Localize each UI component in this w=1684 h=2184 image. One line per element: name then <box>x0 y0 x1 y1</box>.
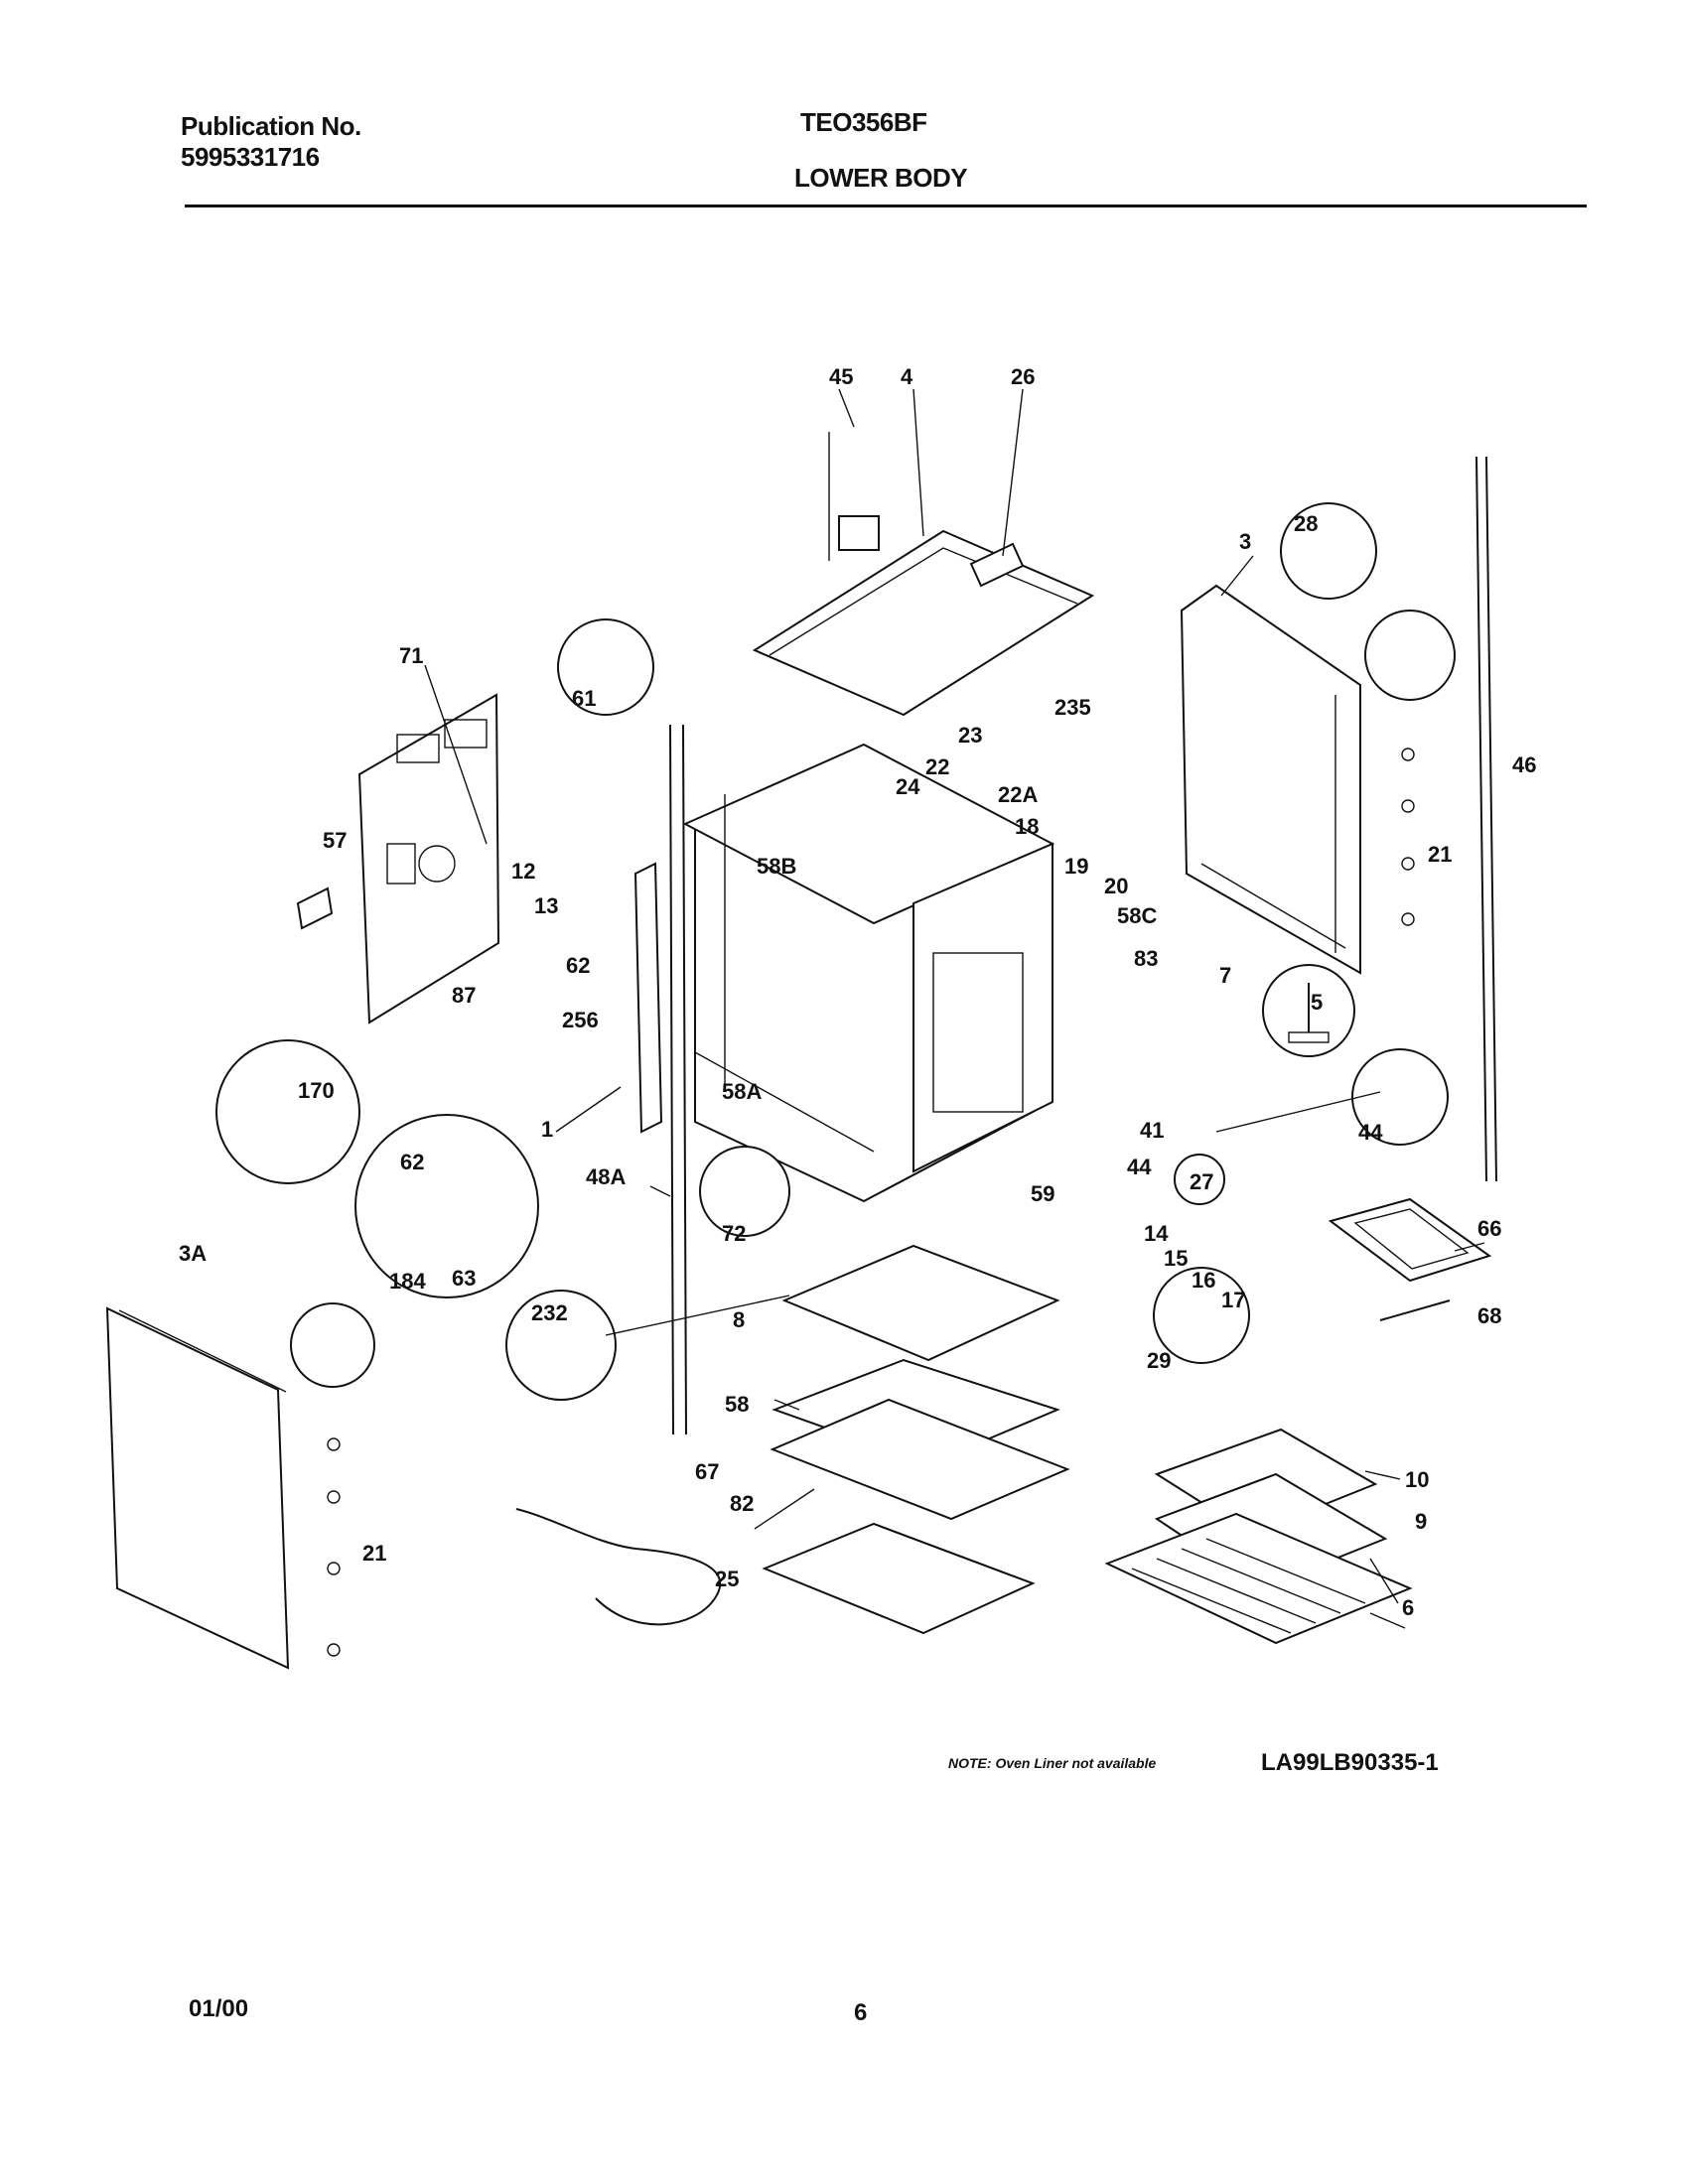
bottom-panel-8-part <box>781 1244 1060 1362</box>
callout-83: 83 <box>1134 946 1158 971</box>
callout-21-right: 21 <box>1428 842 1452 867</box>
callout-45: 45 <box>829 364 853 389</box>
callout-67: 67 <box>695 1459 719 1484</box>
callout-13: 13 <box>534 893 558 918</box>
callout-48a: 48A <box>586 1164 626 1189</box>
callout-41: 41 <box>1140 1118 1164 1143</box>
callout-21-left: 21 <box>362 1541 386 1566</box>
callout-26: 26 <box>1011 364 1035 389</box>
callout-19: 19 <box>1064 854 1088 879</box>
callout-1: 1 <box>541 1117 553 1142</box>
callout-66: 66 <box>1477 1216 1501 1241</box>
detail-62-circle <box>354 1114 539 1298</box>
callout-27: 27 <box>1190 1169 1213 1194</box>
rod-46-part <box>1475 456 1487 1182</box>
detail-232-circle <box>505 1290 617 1401</box>
callout-3a: 3A <box>179 1241 207 1266</box>
bracket-57-part <box>296 887 334 930</box>
callout-44-circle: 44 <box>1358 1120 1383 1145</box>
callout-28: 28 <box>1294 511 1318 536</box>
callout-61: 61 <box>572 686 596 711</box>
left-side-panel-part <box>105 1306 341 1670</box>
callout-23: 23 <box>958 723 982 748</box>
callout-232: 232 <box>531 1300 568 1325</box>
callout-7: 7 <box>1219 963 1231 988</box>
callout-44: 44 <box>1127 1155 1152 1179</box>
section-title: LOWER BODY <box>794 163 968 193</box>
page-number: 6 <box>854 1999 868 2026</box>
rear-panel-part <box>357 693 500 1024</box>
detail-clip-circle <box>1364 610 1456 701</box>
callout-71: 71 <box>399 643 423 668</box>
callout-58: 58 <box>725 1392 749 1417</box>
publication-number: 5995331716 <box>181 142 320 172</box>
callout-3: 3 <box>1239 529 1251 554</box>
callout-15: 15 <box>1164 1246 1188 1271</box>
callout-20: 20 <box>1104 874 1128 898</box>
callout-58b: 58B <box>757 854 796 879</box>
callout-10: 10 <box>1405 1467 1429 1492</box>
callout-57: 57 <box>323 828 347 853</box>
header-rule <box>185 205 1587 207</box>
callout-5: 5 <box>1311 990 1323 1015</box>
footer-date: 01/00 <box>189 1995 249 2022</box>
callout-46: 46 <box>1512 752 1536 777</box>
wire-harness-part <box>515 1508 722 1626</box>
detail-29-circle <box>1153 1267 1250 1364</box>
callout-62-top: 62 <box>566 953 590 978</box>
callout-256: 256 <box>562 1008 599 1032</box>
front-frame-part <box>633 862 663 1134</box>
callout-235: 235 <box>1054 695 1091 720</box>
callout-62-detail: 62 <box>400 1150 424 1174</box>
detail-27-circle <box>1174 1154 1225 1205</box>
callout-58c: 58C <box>1117 903 1157 928</box>
model-number: TEO356BF <box>800 107 927 137</box>
callout-22: 22 <box>925 754 949 779</box>
callout-14: 14 <box>1144 1221 1169 1246</box>
callout-25: 25 <box>715 1567 739 1591</box>
detail-44-circle <box>1351 1048 1449 1146</box>
detail-clip-lower-circle <box>290 1302 375 1388</box>
callout-170: 170 <box>298 1078 335 1103</box>
bake-element-part <box>1328 1197 1492 1321</box>
callout-58a: 58A <box>722 1079 762 1104</box>
detail-72-circle <box>699 1146 790 1237</box>
callout-59: 59 <box>1031 1181 1054 1206</box>
column-48a-part <box>669 724 674 1435</box>
detail-170-circle <box>215 1039 360 1184</box>
oven-liner-note: NOTE: Oven Liner not available <box>948 1755 1157 1771</box>
bottom-panel-25-part <box>762 1522 1036 1635</box>
callout-24: 24 <box>896 774 920 799</box>
callout-8: 8 <box>733 1307 745 1332</box>
callout-68: 68 <box>1477 1303 1501 1328</box>
bottom-panel-82-part <box>770 1398 1070 1521</box>
callout-16: 16 <box>1192 1268 1215 1293</box>
callout-4: 4 <box>901 364 913 389</box>
leader-lines <box>424 388 1485 1629</box>
callout-63: 63 <box>452 1266 476 1291</box>
callout-29: 29 <box>1147 1348 1171 1373</box>
oven-cavity-part <box>682 743 1055 1203</box>
leveling-leg-part <box>1262 964 1355 1057</box>
right-side-panel-part <box>1180 584 1415 975</box>
detail-28-circle <box>1280 502 1377 600</box>
callout-9: 9 <box>1415 1509 1427 1534</box>
callout-72: 72 <box>722 1221 746 1246</box>
callout-12: 12 <box>511 859 535 884</box>
callout-6: 6 <box>1402 1595 1414 1620</box>
callout-labels: 45 4 26 3 28 71 61 235 23 22 22A 24 18 4… <box>179 364 1536 1620</box>
figure-reference: LA99LB90335-1 <box>1261 1749 1439 1776</box>
callout-18: 18 <box>1015 814 1039 839</box>
callout-17: 17 <box>1221 1288 1245 1312</box>
top-panel-part <box>752 432 1095 717</box>
callout-82: 82 <box>730 1491 754 1516</box>
detail-61-circle <box>557 618 654 716</box>
callout-87: 87 <box>452 983 476 1008</box>
broiler-pan-part <box>1104 1428 1413 1645</box>
callout-184: 184 <box>389 1269 426 1294</box>
callout-22a: 22A <box>998 782 1038 807</box>
publication-label: Publication No. <box>181 111 361 141</box>
